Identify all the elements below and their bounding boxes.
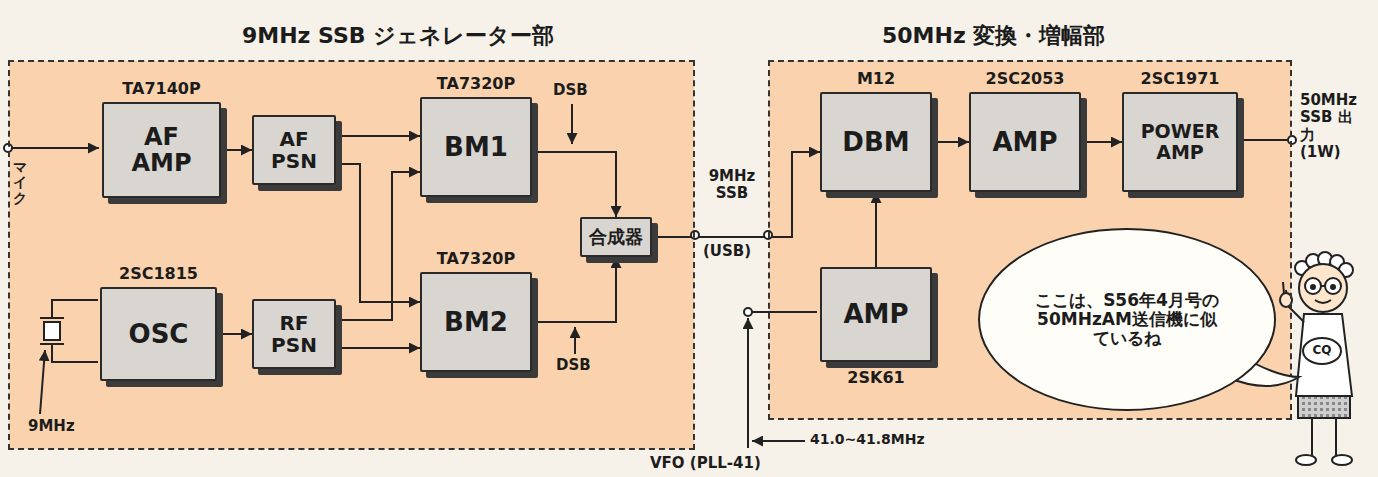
af-amp-block: TA7140PAF AMP bbox=[102, 102, 221, 198]
output-wire bbox=[1232, 139, 1288, 141]
block-label: AF AMP bbox=[110, 124, 213, 177]
part-number: 2SK61 bbox=[802, 369, 950, 387]
frequency-label: 9MHz bbox=[28, 418, 75, 435]
phase-shift-network: RF PSN bbox=[252, 299, 336, 369]
part-number: TA7140P bbox=[84, 80, 239, 98]
signal-arrow bbox=[336, 172, 420, 320]
block-label: 合成器 bbox=[589, 227, 643, 247]
signal-arrow bbox=[652, 152, 820, 237]
signal-arrow bbox=[532, 257, 616, 322]
bubble-outline bbox=[979, 229, 1275, 410]
crystal-plate bbox=[40, 343, 64, 345]
terminal bbox=[744, 308, 752, 316]
block-label: DBM bbox=[842, 128, 909, 157]
signal-arrow bbox=[336, 135, 420, 137]
leader-arrow bbox=[574, 327, 576, 354]
region-fill bbox=[769, 61, 1291, 419]
shirt-logo: CQ bbox=[1308, 344, 1336, 358]
block-label: BM1 bbox=[444, 133, 508, 162]
speech-bubble: ここは、S56年4月号の50MHzAM送信機に似ているね bbox=[977, 227, 1277, 412]
terminal bbox=[691, 231, 699, 239]
signal-arrow bbox=[336, 347, 420, 349]
block-label: RF PSN bbox=[260, 312, 328, 356]
part-number: TA7320P bbox=[402, 75, 550, 93]
block-label: AF PSN bbox=[260, 128, 328, 172]
block-label: POWER AMP bbox=[1130, 121, 1230, 163]
oscillator-block: 2SC1815OSC bbox=[100, 287, 217, 381]
output-label: 50MHz SSB 出力 (1W) bbox=[1300, 92, 1358, 161]
block-label: AMP bbox=[992, 128, 1057, 157]
section-panel: 9MHz SSB ジェネレーター部TA7140PAF AMPAF PSNTA73… bbox=[8, 60, 695, 450]
signal-arrow bbox=[217, 333, 252, 335]
part-number: 2SC2053 bbox=[951, 70, 1099, 88]
output-terminal bbox=[1288, 136, 1296, 144]
combiner-block: 合成器 bbox=[580, 217, 652, 257]
section-heading: 9MHz SSB ジェネレーター部 bbox=[242, 24, 554, 48]
signal-label: 9MHz SSB bbox=[702, 168, 762, 203]
part-number: M12 bbox=[802, 70, 950, 88]
part-number: 2SC1971 bbox=[1104, 70, 1256, 88]
signal-arrow bbox=[532, 152, 616, 217]
amplifier-block: 2SC2053AMP bbox=[969, 92, 1081, 192]
block-label: OSC bbox=[129, 320, 189, 349]
leader-arrow bbox=[752, 440, 805, 442]
crystal-plate bbox=[40, 317, 64, 319]
region-fill bbox=[9, 61, 694, 449]
input-label: マイク bbox=[13, 160, 27, 206]
mic-wire bbox=[12, 147, 99, 149]
crystal-symbol bbox=[44, 322, 60, 340]
section-panel: 50MHz 変換・増幅部M12DBM2SC2053AMP2SC1971POWER… bbox=[768, 60, 1292, 420]
signal-label: DSB bbox=[556, 357, 591, 374]
signal-arrow bbox=[875, 192, 877, 267]
balanced-modulator: TA7320PBM1 bbox=[420, 97, 532, 197]
signal-arrow bbox=[932, 141, 969, 143]
vfo-wire bbox=[747, 318, 749, 448]
part-number: TA7320P bbox=[402, 250, 550, 268]
signal-arrow bbox=[1081, 141, 1122, 143]
mixer-block: M12DBM bbox=[820, 92, 932, 192]
frequency-label: 41.0~41.8MHz bbox=[810, 431, 925, 447]
signal-label: (USB) bbox=[703, 243, 751, 260]
power-amp-block: 2SC1971POWER AMP bbox=[1122, 92, 1238, 192]
part-number: 2SC1815 bbox=[82, 265, 235, 283]
vfo-label: VFO (PLL-41) bbox=[650, 455, 761, 472]
leader-arrow bbox=[40, 350, 45, 414]
phase-shift-network: AF PSN bbox=[252, 115, 336, 185]
block-label: BM2 bbox=[444, 308, 508, 337]
signal-arrow bbox=[221, 149, 252, 151]
signal-label: DSB bbox=[553, 82, 588, 99]
leader-arrow bbox=[571, 104, 573, 144]
block-label: AMP bbox=[843, 300, 908, 329]
vfo-wire bbox=[752, 311, 817, 313]
amplifier-block: AMP2SK61 bbox=[820, 267, 932, 362]
signal-arrow bbox=[336, 164, 420, 302]
section-heading: 50MHz 変換・増幅部 bbox=[882, 24, 1105, 48]
speech-text: ここは、S56年4月号の50MHzAM送信機に似ているね bbox=[1031, 291, 1223, 347]
balanced-modulator: TA7320PBM2 bbox=[420, 272, 532, 372]
